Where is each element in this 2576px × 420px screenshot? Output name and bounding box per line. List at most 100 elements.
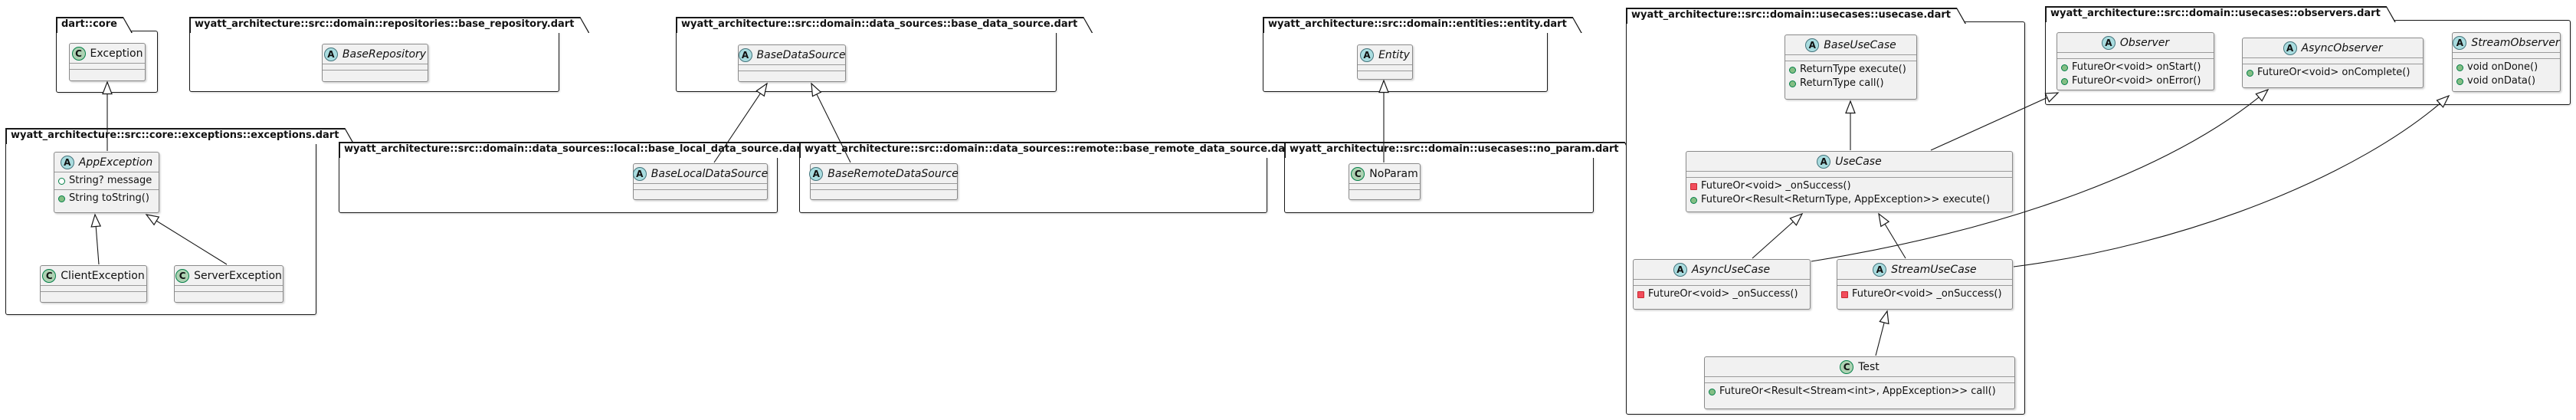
class-name: AsyncObserver — [2301, 42, 2383, 54]
member-row: FutureOr<Result<ReturnType, AppException… — [1690, 193, 2008, 207]
class-attributes: String? message — [54, 172, 159, 189]
class-name: AppException — [78, 156, 153, 169]
member-text: FutureOr<void> _onSuccess() — [1701, 180, 1851, 192]
package-label: wyatt_architecture::src::domain::usecase… — [1631, 9, 1951, 21]
class-separator — [1634, 285, 1810, 286]
inheritance-edge-usecase-implements-observer — [1930, 92, 2060, 151]
inheritance-edge-test-extends-streamusecase — [1875, 310, 1889, 356]
class-separator — [1705, 376, 2014, 377]
class-methods: FutureOr<void> _onSuccess() — [1634, 286, 1810, 303]
class-name: BaseDataSource — [756, 49, 846, 61]
member-row: ReturnType execute() — [1789, 63, 1912, 77]
class-separator — [2453, 58, 2560, 59]
class-methods — [41, 292, 146, 297]
visibility-private-icon — [1690, 182, 1697, 190]
package-tab-fold — [7, 130, 353, 145]
class-title: C NoParam — [1349, 164, 1420, 183]
class-attributes — [1686, 172, 2012, 177]
concrete-class-icon: C — [1351, 167, 1365, 181]
class-separator — [634, 183, 767, 184]
abstract-class-icon: A — [1360, 48, 1375, 62]
class-methods: void onDone()void onData() — [2453, 59, 2560, 90]
class-name: BaseRemoteDataSource — [828, 168, 959, 180]
class-methods: FutureOr<void> onStart()FutureOr<void> o… — [2057, 59, 2214, 90]
inheritance-edge-remote-extends-basedatasource — [811, 82, 851, 163]
package-tab: wyatt_architecture::src::domain::usecase… — [1284, 142, 1634, 158]
class-name: Observer — [2119, 37, 2170, 49]
inheritance-edge-streamusecase-extends-usecase — [1878, 212, 1906, 259]
class-NoParam: C NoParam — [1349, 163, 1421, 200]
class-methods: FutureOr<Result<Stream<int>, AppExceptio… — [1705, 383, 2014, 400]
package-label: dart::core — [61, 18, 117, 30]
abstract-class-icon: A — [2283, 41, 2297, 55]
class-methods — [70, 70, 145, 75]
package-label: wyatt_architecture::src::domain::data_so… — [681, 18, 1078, 30]
visibility-public-icon — [2456, 77, 2463, 85]
class-methods: FutureOr<void> _onSuccess() — [1837, 286, 2012, 303]
visibility-public-icon — [1709, 388, 1716, 395]
class-separator — [811, 183, 957, 184]
class-name: ClientException — [61, 270, 145, 282]
visibility-public-icon — [1690, 196, 1697, 204]
class-name: NoParam — [1369, 168, 1418, 180]
member-text: FutureOr<void> onError() — [2072, 75, 2201, 87]
member-text: void onData() — [2467, 75, 2536, 87]
class-attributes — [70, 64, 145, 69]
package-tab-fold — [1627, 9, 1965, 25]
class-attributes — [1785, 55, 1916, 61]
class-separator — [70, 63, 145, 64]
concrete-class-icon: C — [1840, 360, 1854, 374]
package-body — [1284, 156, 1594, 213]
package-tab: wyatt_architecture::src::domain::data_so… — [799, 142, 1310, 158]
class-BaseRemoteDataSource: A BaseRemoteDataSource — [809, 163, 959, 200]
visibility-public-icon — [2061, 64, 2068, 71]
visibility-public-icon — [2247, 69, 2253, 77]
class-separator — [1634, 279, 1810, 280]
package-label: wyatt_architecture::src::domain::usecase… — [2050, 8, 2381, 19]
inheritance-edge-serverexception-extends-appexception — [145, 214, 228, 265]
package-label: wyatt_architecture::src::domain::reposit… — [195, 18, 575, 30]
member-row: FutureOr<Result<Stream<int>, AppExceptio… — [1709, 385, 2011, 399]
package-tab-fold — [2047, 8, 2395, 23]
class-separator — [70, 69, 145, 70]
member-text: String? message — [69, 175, 152, 186]
class-methods — [739, 71, 845, 77]
member-text: FutureOr<void> _onSuccess() — [1852, 288, 2002, 300]
package-label: wyatt_architecture::src::domain::data_so… — [805, 143, 1295, 155]
class-separator — [1785, 54, 1916, 55]
class-methods — [811, 190, 957, 195]
class-methods — [634, 190, 767, 195]
class-name: Exception — [90, 48, 143, 60]
package-tab: wyatt_architecture::src::domain::data_so… — [339, 142, 821, 158]
member-text: ReturnType call() — [1800, 77, 1884, 89]
package-tab: dart::core — [56, 17, 133, 33]
class-separator — [2243, 57, 2423, 58]
member-row: ReturnType call() — [1789, 77, 1912, 90]
class-separator — [811, 189, 957, 190]
abstract-class-icon: A — [809, 167, 824, 181]
class-attributes — [1705, 377, 2014, 382]
package-tab: wyatt_architecture::src::domain::data_so… — [676, 17, 1093, 33]
member-row: FutureOr<void> _onSuccess() — [1637, 287, 1806, 301]
class-separator — [1686, 177, 2012, 178]
class-attributes — [323, 64, 428, 70]
package-base-data-source: wyatt_architecture::src::domain::data_so… — [676, 15, 1057, 92]
class-separator — [2057, 52, 2214, 53]
class-name: AsyncUseCase — [1691, 264, 1771, 276]
package-tab-fold — [57, 18, 132, 34]
visibility-private-icon — [1841, 290, 1848, 298]
